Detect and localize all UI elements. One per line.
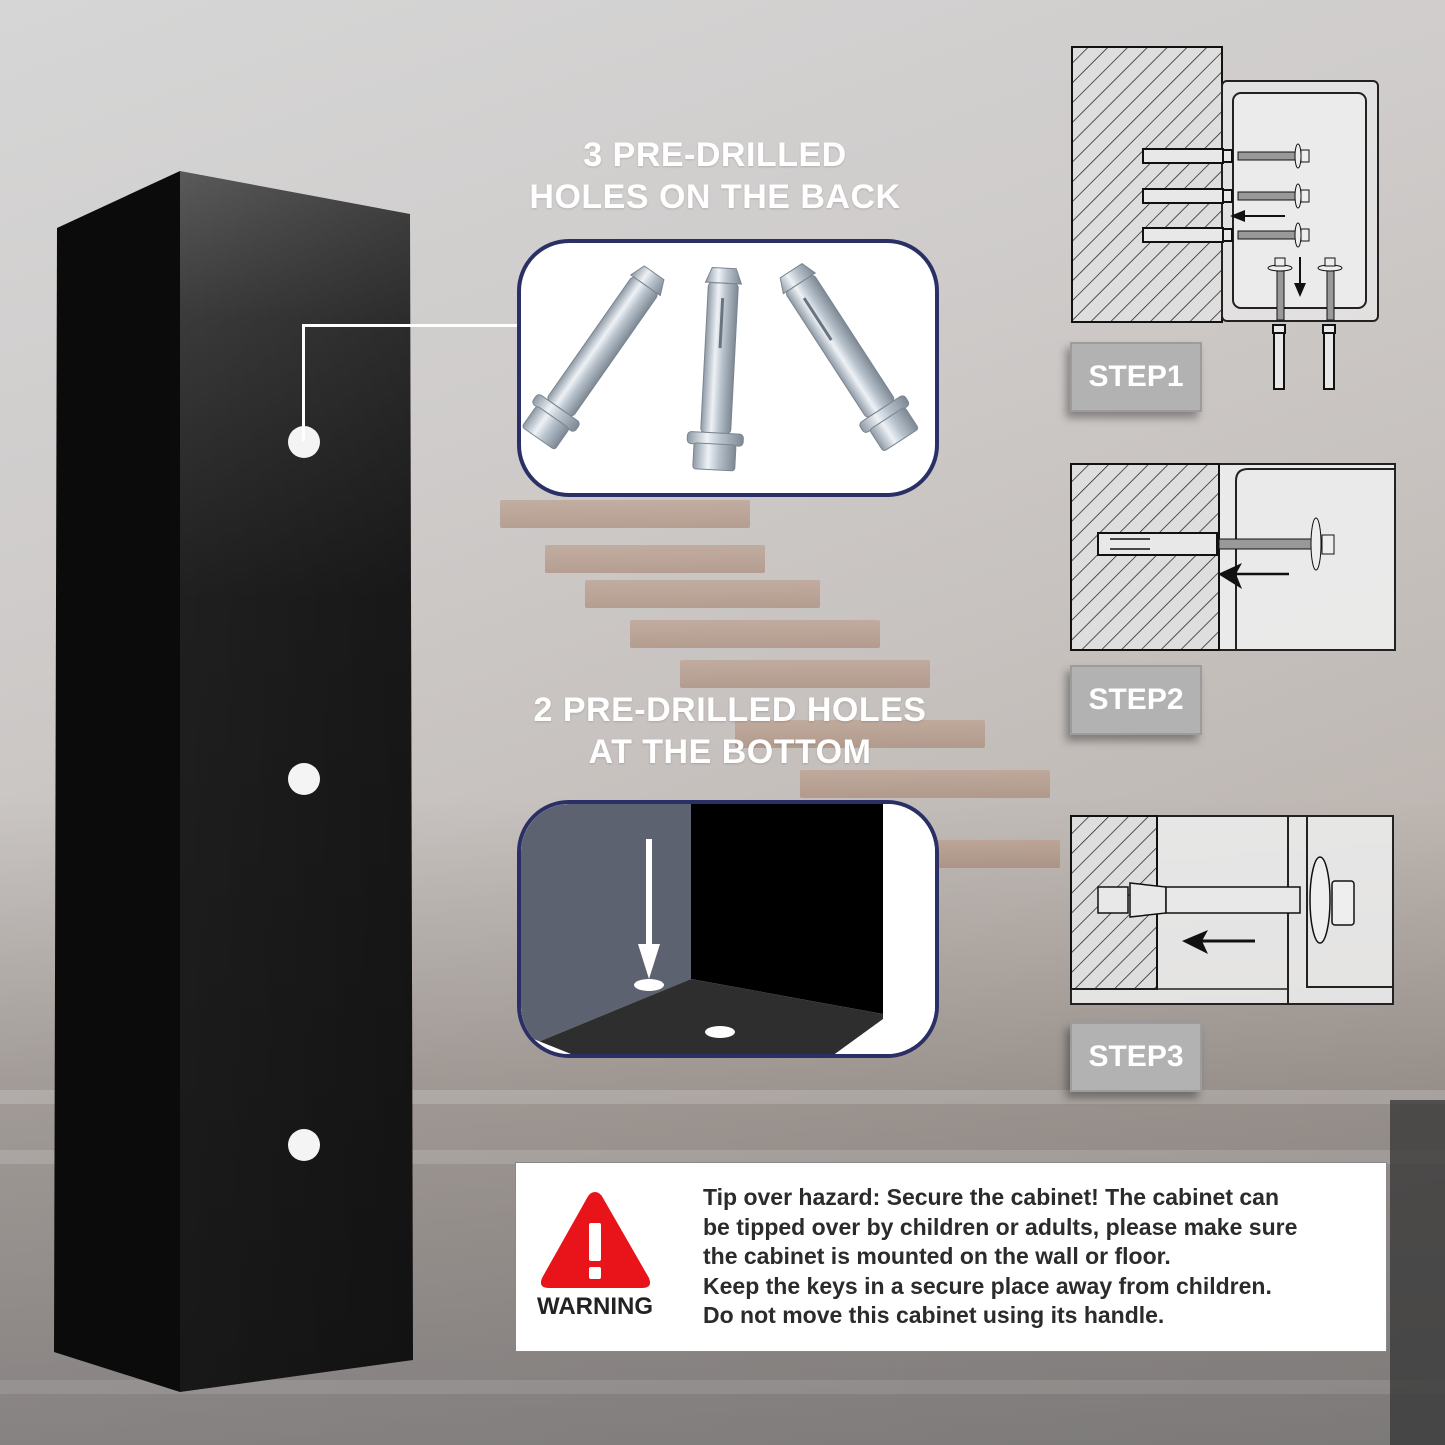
anchor-tighten-diagram-icon: [1070, 815, 1394, 1005]
heading-line: 2 PRE-DRILLED HOLES: [533, 691, 927, 729]
step3-diagram: [1070, 815, 1394, 1005]
bottom-holes-heading: 2 PRE-DRILLED HOLES AT THE BOTTOM: [500, 689, 960, 773]
back-hole-middle: [288, 763, 320, 795]
back-hole-bottom: [288, 1129, 320, 1161]
black-cabinet: [0, 0, 520, 1400]
warning-label: WARNING: [537, 1293, 653, 1320]
heading-line: HOLES ON THE BACK: [529, 178, 901, 216]
down-arrow-icon: [1294, 283, 1306, 297]
warning-line: Do not move this cabinet using its handl…: [703, 1302, 1165, 1328]
warning-line: Tip over hazard: Secure the cabinet! The…: [703, 1184, 1280, 1210]
left-arrow-icon: [1218, 563, 1242, 589]
expansion-bolts-photo: [517, 239, 939, 497]
left-arrow-icon: [1182, 930, 1208, 954]
warning-line: be tipped over by children or adults, pl…: [703, 1213, 1298, 1240]
cabinet-bottom-illustration: [521, 804, 935, 1054]
tip-over-warning: WARNING Tip over hazard: Secure the cabi…: [515, 1162, 1387, 1352]
heading-line: AT THE BOTTOM: [588, 733, 872, 771]
cabinet-bottom-photo: [517, 800, 939, 1058]
warning-text: Tip over hazard: Secure the cabinet! The…: [703, 1183, 1383, 1331]
bottom-hole-icon: [705, 1026, 735, 1038]
cabinet-body: [54, 171, 413, 1392]
warning-line: Keep the keys in a secure place away fro…: [703, 1272, 1272, 1299]
step2-label: STEP2: [1070, 665, 1202, 735]
back-holes-heading: 3 PRE-DRILLED HOLES ON THE BACK: [480, 134, 950, 218]
step2-diagram: [1070, 463, 1396, 651]
warning-triangle-icon: [540, 1192, 651, 1288]
wall-anchor-diagram-icon: [1071, 46, 1379, 390]
step3-label: STEP3: [1070, 1022, 1202, 1092]
bolt-insert-diagram-icon: [1070, 463, 1396, 651]
step1-diagram: [1070, 45, 1390, 390]
heading-line: 3 PRE-DRILLED: [583, 136, 847, 174]
left-arrow-icon: [1230, 210, 1245, 222]
warning-line: the cabinet is mounted on the wall or fl…: [703, 1243, 1171, 1269]
expansion-bolt-icon: [522, 263, 919, 472]
bottom-hole-icon: [634, 979, 664, 991]
step1-label: STEP1: [1070, 342, 1202, 412]
down-arrow-icon: [646, 839, 652, 949]
callout-leader-line: [302, 326, 305, 441]
callout-leader-line: [302, 324, 520, 327]
